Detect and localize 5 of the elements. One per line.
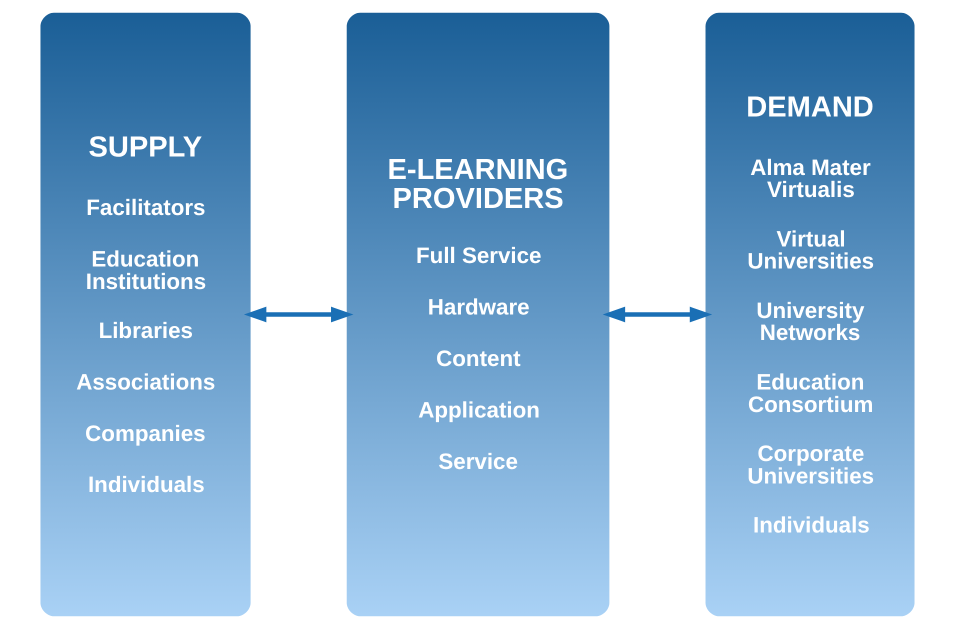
arrow xyxy=(602,306,712,322)
arrow xyxy=(243,306,353,322)
node-box: DEMAND Alma Mater Virtualis Virtual Universities University Networks Education Consortium Corporate Universities Individuals xyxy=(705,12,914,616)
node-box: SUPPLY Facilitators Education Institutions Libraries Associations Companies Individuals xyxy=(40,12,250,616)
node-box: E-LEARNING PROVIDERS Full Service Hardware Content Application Service xyxy=(346,12,609,616)
